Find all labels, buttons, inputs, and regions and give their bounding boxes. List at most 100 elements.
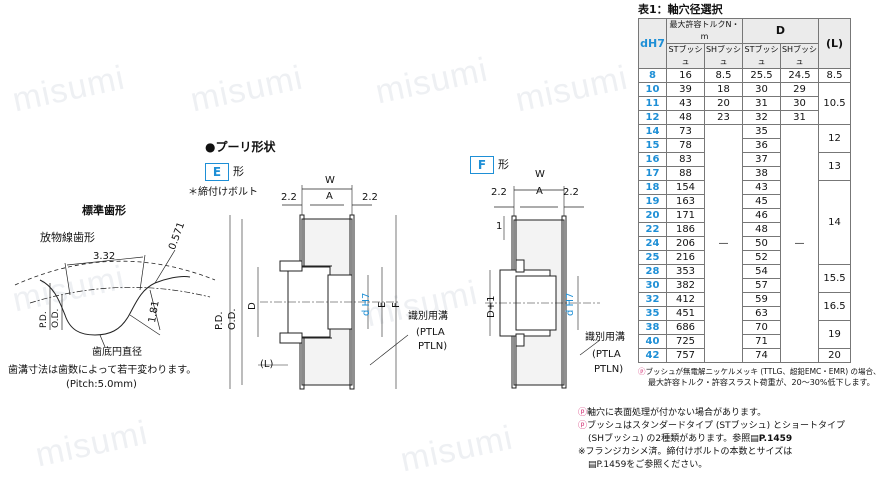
cell-torque-st: 48 <box>666 110 705 125</box>
table-title: 表1：軸穴径選択 <box>638 3 723 16</box>
sub-sh-torque: SHブッシュ <box>704 43 743 69</box>
cell-d: 20 <box>638 208 667 223</box>
cell-D-st: 54 <box>742 264 781 279</box>
cell-torque-st: 83 <box>666 152 705 167</box>
cell-torque-st: 78 <box>666 138 705 153</box>
note-line-3: (SHブッシュ) の2種類があります。参照▤P.1459 <box>588 433 792 445</box>
cell-torque-st: 451 <box>666 306 705 321</box>
cell-D-st: 43 <box>742 180 781 195</box>
e-dim-W: W <box>325 175 335 186</box>
watermark-3: misumi <box>372 50 492 112</box>
table-row: 20 171 46 <box>638 208 851 223</box>
cell-d: 35 <box>638 306 667 321</box>
watermark-7: misumi <box>32 413 152 475</box>
cell-D-st: 74 <box>742 348 781 363</box>
cell-L: 10.5 <box>818 82 851 125</box>
sub-st-torque: STブッシュ <box>666 43 705 69</box>
f-dim-1: 1 <box>496 221 503 232</box>
cell-D-st: 59 <box>742 292 781 307</box>
cell-D-st: 25.5 <box>742 68 781 83</box>
col-L: (L) <box>818 18 851 69</box>
page-ref-1[interactable]: P.1459 <box>758 434 793 444</box>
table-row: 38 686 70 19 <box>638 320 851 349</box>
note-line-5-text[interactable]: P.1459をご参照ください。 <box>596 460 708 470</box>
tooth-note-1: 歯溝寸法は歯数によって若干変わります。 <box>8 365 197 376</box>
cell-d: 28 <box>638 264 667 279</box>
e-dim-A: A <box>326 191 333 202</box>
watermark-4: misumi <box>512 58 632 120</box>
cell-torque-sh: 23 <box>704 110 743 125</box>
f-ptln: PTLN) <box>594 364 624 375</box>
warning-icon: ⓟ <box>578 408 588 418</box>
table-row: 35 451 63 <box>638 306 851 321</box>
cell-D-sh: 24.5 <box>780 68 819 83</box>
cell-D-st: 50 <box>742 236 781 251</box>
cell-D-st: 71 <box>742 334 781 349</box>
table-row: 24 206 50 <box>638 236 851 251</box>
cell-torque-st: 88 <box>666 166 705 181</box>
e-type-suffix: 形 <box>233 165 244 178</box>
cell-torque-st: 171 <box>666 208 705 223</box>
note-line-3-text: (SHブッシュ) の2種類があります。参照 <box>588 434 751 444</box>
tooth-subtitle: 放物線歯形 <box>40 231 95 244</box>
table-note-2: 最大許容トルク・許容スラスト荷重が、20～30%低下します。 <box>648 378 875 387</box>
table-row: 14 73 — 35 — 12 <box>638 124 851 363</box>
note-line-5: ▤P.1459をご参照ください。 <box>588 459 707 471</box>
cell-d: 10 <box>638 82 667 97</box>
cell-torque-st: 725 <box>666 334 705 349</box>
cell-d: 18 <box>638 180 667 195</box>
cell-D-st: 30 <box>742 82 781 97</box>
cell-D-sh-dash: — <box>780 124 819 363</box>
tooth-od: O.D. <box>51 308 61 328</box>
e-type-box: E <box>205 163 229 181</box>
cell-D-st: 63 <box>742 306 781 321</box>
cell-D-st: 32 <box>742 110 781 125</box>
table-row: 30 382 57 <box>638 278 851 293</box>
table-row: 18 154 43 14 <box>638 180 851 265</box>
e-L: (L) <box>260 359 274 370</box>
cell-d: 17 <box>638 166 667 181</box>
table-row: 22 186 48 <box>638 222 851 237</box>
cell-d: 14 <box>638 124 667 139</box>
cell-L: 15.5 <box>818 264 851 293</box>
cell-D-st: 35 <box>742 124 781 139</box>
pulley-f-drawing <box>485 186 601 389</box>
note-line-4: ※フランジカシメ済。締付けボルトの本数とサイズは <box>578 447 793 457</box>
tooth-dim-332: 3.32 <box>93 251 116 262</box>
cell-d: 24 <box>638 236 667 251</box>
warning-icon: ⓟ <box>578 421 588 431</box>
table-row: 16 83 37 13 <box>638 152 851 181</box>
table-row: 8 16 8.5 25.5 24.5 8.5 <box>638 68 851 83</box>
cell-torque-st: 43 <box>666 96 705 111</box>
watermark-8: misumi <box>397 418 517 480</box>
f-dim-W: W <box>535 169 545 180</box>
f-dim-22-left: 2.2 <box>491 187 507 198</box>
f-dH7: d H7 <box>565 292 576 316</box>
cell-L: 8.5 <box>818 68 851 83</box>
note-line-1: ⓟ軸穴に表面処理が付かない場合があります。 <box>578 407 766 419</box>
cell-torque-st: 154 <box>666 180 705 195</box>
cell-torque-st: 353 <box>666 264 705 279</box>
cell-torque-st: 39 <box>666 82 705 97</box>
cell-D-st: 38 <box>742 166 781 181</box>
cell-D-st: 46 <box>742 208 781 223</box>
col-dh7: dH7 <box>638 18 667 69</box>
cell-D-st: 37 <box>742 152 781 167</box>
cell-D-st: 31 <box>742 96 781 111</box>
e-pd: P.D. <box>214 311 225 330</box>
cell-torque-st: 163 <box>666 194 705 209</box>
cell-D-st: 48 <box>742 222 781 237</box>
cell-d: 32 <box>638 292 667 307</box>
e-groove: 識別用溝 <box>408 311 448 322</box>
cell-torque-st: 73 <box>666 124 705 139</box>
cell-torque-sh: 20 <box>704 96 743 111</box>
table-row: 10 39 18 30 29 10.5 <box>638 82 851 125</box>
sub-st-D: STブッシュ <box>742 43 781 69</box>
table-note-1: ⓟブッシュが無電解ニッケルメッキ (TTLG、超鉛EMC・EMR) の場合、 <box>638 367 881 377</box>
watermark-1: misumi <box>9 58 129 120</box>
cell-D-st: 36 <box>742 138 781 153</box>
cell-d: 19 <box>638 194 667 209</box>
f-groove: 識別用溝 <box>585 332 625 343</box>
f-dim-A: A <box>536 186 543 197</box>
cell-L: 12 <box>818 124 851 153</box>
